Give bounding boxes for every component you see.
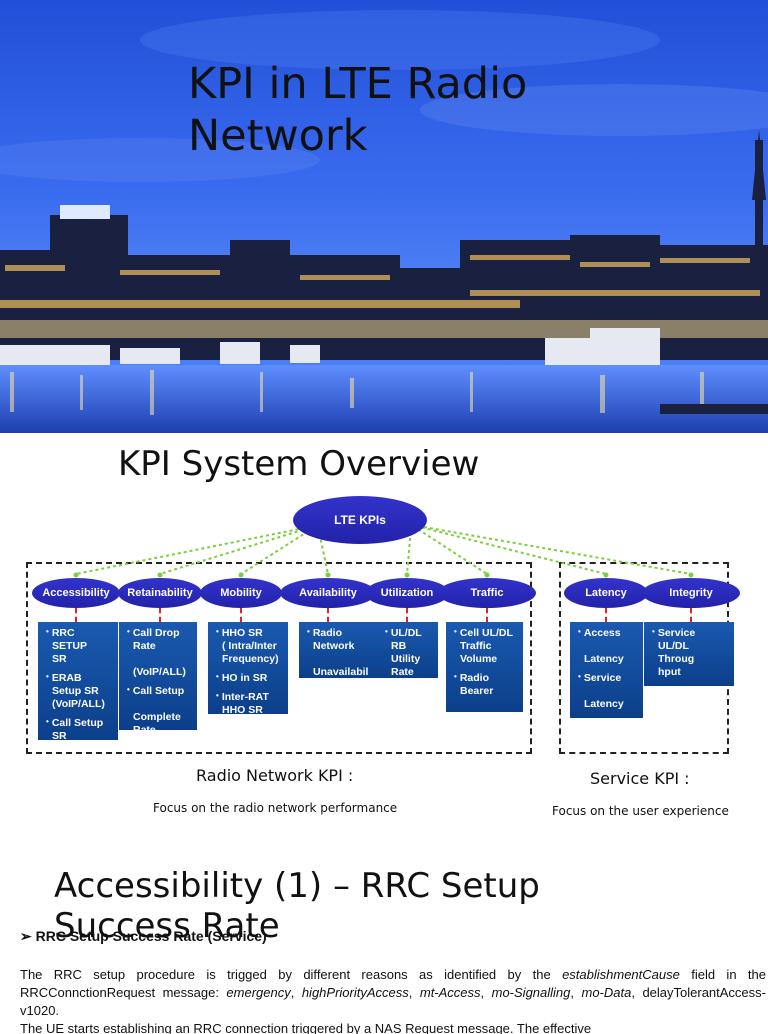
kpi-item: HO in SR xyxy=(214,670,285,685)
kpi-item: Radio Bearer Number xyxy=(452,670,520,712)
radio-kpi-caption: Radio Network KPI : xyxy=(196,766,354,785)
kpi-item: Access Latency xyxy=(576,625,640,666)
rrc-heading-text: RRC Setup Success Rate (Service) xyxy=(35,928,267,944)
connector-line xyxy=(406,608,408,622)
connector-line xyxy=(605,608,607,622)
kpi-item: RRC SETUP SR xyxy=(44,625,115,666)
connector-line xyxy=(159,608,161,622)
cause-field: establishmentCause xyxy=(562,967,680,982)
cause-item: mo-Signalling xyxy=(491,985,571,1000)
radio-oval-utilization: Utilization xyxy=(365,578,449,608)
service-oval-integrity: Integrity xyxy=(642,578,740,608)
radio-box-utilization: UL/DL RB Utility Rate xyxy=(377,622,438,678)
kpi-item: Call Setup Complete Rate xyxy=(125,683,194,730)
radio-oval-mobility: Mobility xyxy=(200,578,282,608)
kpi-item: Call Setup SR xyxy=(44,715,115,740)
cause-item: highPriorityAccess xyxy=(301,985,409,1000)
kpi-item: Cell UL/DL Traffic Volume xyxy=(452,625,520,666)
title-slide: KPI in LTE Radio Network xyxy=(0,0,768,433)
kpi-item: Interrupt xyxy=(576,715,640,718)
radio-box-availability: Radio Network Unavailabil ity Rate xyxy=(299,622,377,678)
kpi-item: ERAB Setup SR (VoIP/ALL) xyxy=(44,670,115,711)
cause-item: emergency xyxy=(226,985,291,1000)
kpi-item: UL/DL RB Utility Rate xyxy=(383,625,435,678)
cause-item: mo-Data xyxy=(581,985,632,1000)
connector-line xyxy=(486,608,488,622)
kpi-item: Radio Network Unavailabil ity Rate xyxy=(305,625,374,678)
cause-item: mt-Access xyxy=(419,985,481,1000)
kpi-item: Inter-RAT HHO SR xyxy=(214,689,285,714)
slide-title: KPI in LTE Radio Network xyxy=(188,59,528,161)
radio-box-accessibility: RRC SETUP SRERAB Setup SR (VoIP/ALL) Call… xyxy=(38,622,118,740)
service-kpi-caption: Service KPI : xyxy=(590,769,690,788)
city-night-photo xyxy=(0,0,768,433)
connector-line xyxy=(240,608,242,622)
radio-oval-traffic: Traffic xyxy=(438,578,536,608)
radio-box-traffic: Cell UL/DL Traffic VolumeRadio Bearer Nu… xyxy=(446,622,523,712)
kpi-item: HHO SR ( Intra/Inter Frequency) xyxy=(214,625,285,666)
radio-oval-availability: Availability xyxy=(280,578,376,608)
accessibility-title: Accessibility (1) – RRC Setup Success Ra… xyxy=(54,866,540,946)
para-text: field in the RRCConnctionRequest message… xyxy=(20,967,766,1000)
connector-line xyxy=(75,608,77,622)
kpi-item: Call Drop Rate (VoIP/ALL) xyxy=(125,625,194,679)
radio-box-mobility: HHO SR ( Intra/Inter Frequency) HO in SR I… xyxy=(208,622,288,714)
overview-title: KPI System Overview xyxy=(118,444,480,484)
connector-line xyxy=(327,608,329,622)
service-kpi-subcaption: Focus on the user experience xyxy=(552,804,729,818)
radio-box-retainability: Call Drop Rate (VoIP/ALL)Call Setup Comp… xyxy=(119,622,197,730)
service-oval-latency: Latency xyxy=(564,578,648,608)
connector-line xyxy=(690,608,692,622)
service-box-integrity: Service UL/DL Throug hput xyxy=(644,622,734,686)
kpi-item: Service Latency xyxy=(576,670,640,711)
kpi-item: Service UL/DL Throug hput xyxy=(650,625,731,679)
para-text: delayTolerantAccess-v1020. xyxy=(20,985,766,1018)
radio-kpi-subcaption: Focus on the radio network performance xyxy=(153,801,398,815)
root-kpi-oval: LTE KPIs xyxy=(293,496,427,544)
radio-oval-accessibility: Accessibility xyxy=(32,578,120,608)
service-box-latency: Access LatencyService LatencyInterrupt xyxy=(570,622,643,718)
para-cut-line: The UE starts establishing an RRC connec… xyxy=(20,1021,592,1034)
radio-oval-retainability: Retainability xyxy=(118,578,202,608)
arrow-bullet-icon: ➢ xyxy=(20,928,36,944)
para-text: The RRC setup procedure is trigged by di… xyxy=(20,967,563,982)
rrc-heading: ➢ RRC Setup Success Rate (Service) xyxy=(20,928,267,945)
